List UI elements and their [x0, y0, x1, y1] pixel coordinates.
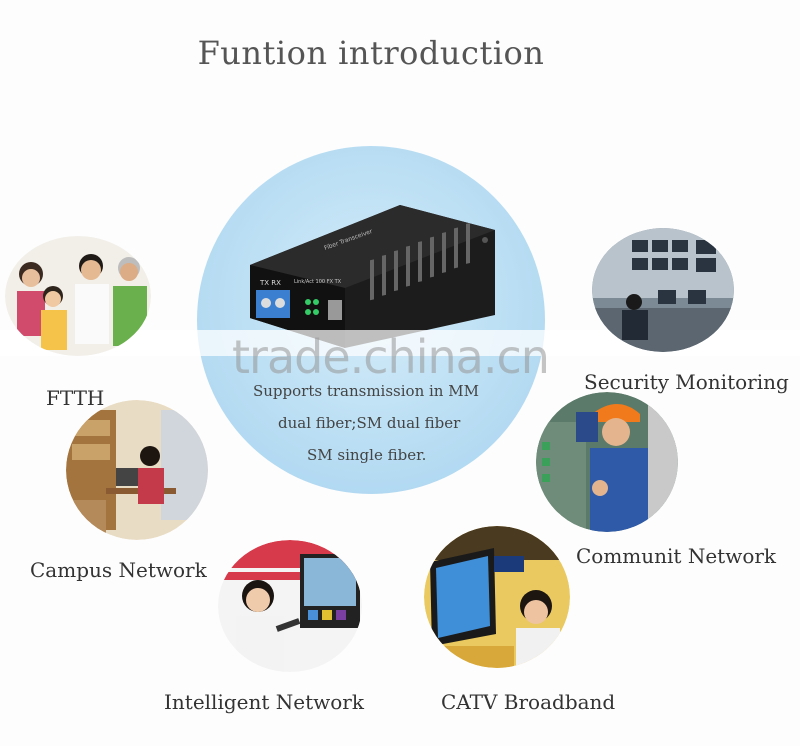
label-security-monitoring: Security Monitoring	[584, 370, 789, 394]
device-ports-text: TX RX	[259, 279, 281, 287]
page-title: Funtion introduction	[197, 34, 545, 72]
label-catv-broadband: CATV Broadband	[441, 690, 616, 714]
label-ftth: FTTH	[46, 386, 105, 410]
watermark-text: trade.china.cn	[232, 330, 550, 384]
center-text-line1: Supports transmission in MM	[253, 382, 479, 400]
campus-photo	[66, 400, 208, 540]
label-communit-network: Communit Network	[576, 544, 777, 568]
center-text-line3: SM single fiber.	[307, 446, 427, 464]
security-photo	[592, 228, 734, 352]
label-campus-network: Campus Network	[30, 558, 207, 582]
device-leds-text: Link/Act 100 FX TX	[294, 279, 342, 285]
family-photo	[5, 236, 151, 356]
communit-photo	[536, 392, 678, 532]
center-text-line2: dual fiber;SM dual fiber	[278, 414, 461, 432]
label-intelligent-network: Intelligent Network	[164, 690, 364, 714]
intelligent-photo	[218, 540, 362, 672]
catv-photo	[424, 526, 570, 668]
media-converter-image: TX RX Link/Act 100 FX TX Fiber Transceiv…	[250, 205, 495, 348]
